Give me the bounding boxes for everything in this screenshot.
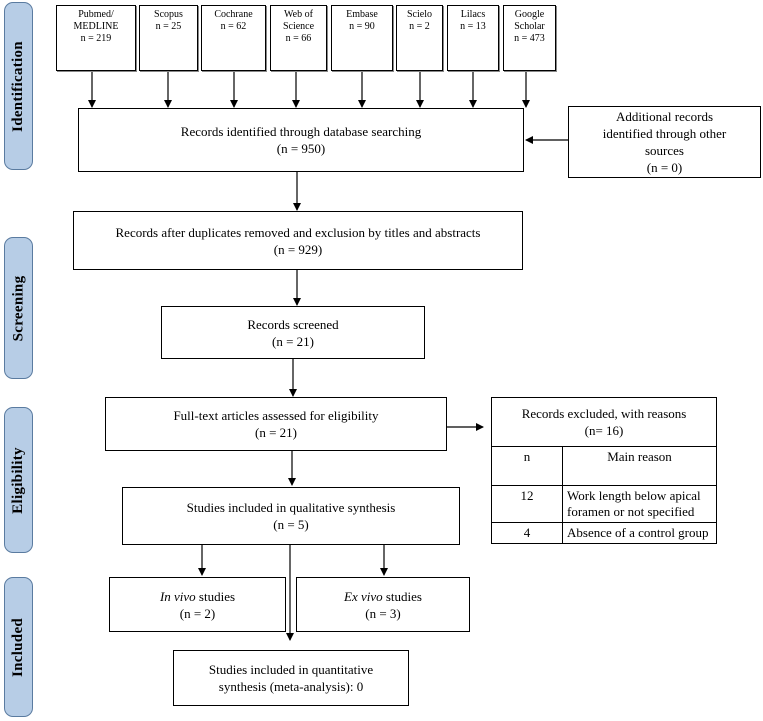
- additional-label: Additional records identified through ot…: [602, 109, 727, 158]
- fulltext-label: Full-text articles assessed for eligibil…: [173, 408, 379, 423]
- table-row: 12 Work length below apical foramen or n…: [491, 485, 717, 523]
- table-header-row: n Main reason: [491, 446, 717, 486]
- table-cell-n: 4: [491, 522, 563, 544]
- stage-included: Included: [4, 577, 33, 717]
- quantitative-label: Studies included in quantitative synthes…: [208, 662, 374, 694]
- after-duplicates-label: Records after duplicates removed and exc…: [115, 224, 481, 240]
- stage-identification: Identification: [4, 2, 33, 170]
- table-row: 4 Absence of a control group: [491, 522, 717, 544]
- ex-vivo-label: Ex vivo studies: [344, 588, 422, 605]
- db-box-embase: Embase n = 90: [331, 5, 393, 71]
- screened-label: Records screened: [247, 316, 339, 332]
- identified-count: (n = 950): [276, 141, 326, 156]
- excluded-label: Records excluded, with reasons: [521, 406, 687, 421]
- qualitative-box: Studies included in qualitative synthesi…: [122, 487, 460, 545]
- db-name: Pubmed/ MEDLINE: [73, 9, 119, 32]
- db-count: n = 473: [514, 33, 545, 44]
- ex-vivo-count: (n = 3): [365, 605, 401, 621]
- db-box-lilacs: Lilacs n = 13: [447, 5, 499, 71]
- additional-count: (n = 0): [646, 160, 683, 175]
- excluded-box: Records excluded, with reasons (n= 16): [491, 397, 717, 447]
- quantitative-box: Studies included in quantitative synthes…: [173, 650, 409, 706]
- fulltext-count: (n = 21): [255, 425, 297, 440]
- qualitative-count: (n = 5): [273, 517, 309, 532]
- screened-count: (n = 21): [272, 333, 314, 349]
- db-count: n = 219: [80, 33, 112, 44]
- additional-box: Additional records identified through ot…: [568, 106, 761, 178]
- db-count: n = 2: [409, 21, 430, 32]
- in-vivo-box: In vivo studies (n = 2): [109, 577, 286, 632]
- db-count: n = 13: [460, 21, 486, 32]
- after-duplicates-count: (n = 929): [273, 241, 323, 257]
- db-box-scopus: Scopus n = 25: [139, 5, 198, 71]
- db-box-wos: Web of Science n = 66: [270, 5, 327, 71]
- identified-label: Records identified through database sear…: [180, 124, 422, 139]
- in-vivo-count: (n = 2): [179, 605, 216, 621]
- qualitative-label: Studies included in qualitative synthesi…: [186, 500, 396, 515]
- db-name: Scopus: [154, 9, 183, 20]
- db-box-cochrane: Cochrane n = 62: [201, 5, 266, 71]
- db-box-scielo: Scielo n = 2: [396, 5, 443, 71]
- db-count: n = 90: [349, 21, 375, 32]
- table-cell-n: 12: [491, 485, 563, 523]
- db-name: Embase: [346, 9, 378, 20]
- db-count: n = 25: [155, 21, 182, 32]
- db-name: Scielo: [407, 9, 432, 20]
- screened-box: Records screened (n = 21): [161, 306, 425, 359]
- db-count: n = 62: [220, 21, 247, 32]
- db-count: n = 66: [285, 33, 312, 44]
- ex-vivo-box: Ex vivo studies (n = 3): [296, 577, 470, 632]
- db-name: Web of Science: [282, 9, 315, 32]
- fulltext-box: Full-text articles assessed for eligibil…: [105, 397, 447, 451]
- db-name: Cochrane: [214, 9, 253, 20]
- db-box-pubmed: Pubmed/ MEDLINE n = 219: [56, 5, 136, 71]
- table-header-reason: Main reason: [562, 446, 717, 486]
- excluded-count: (n= 16): [584, 423, 624, 438]
- db-name: Google Scholar: [514, 9, 545, 32]
- table-cell-reason: Work length below apical foramen or not …: [562, 485, 717, 523]
- in-vivo-italic: In vivo: [159, 588, 196, 604]
- ex-vivo-rest: studies: [385, 588, 422, 604]
- exclusion-reasons-table: n Main reason 12 Work length below apica…: [491, 446, 717, 544]
- table-cell-reason: Absence of a control group: [562, 522, 717, 544]
- db-box-google: Google Scholar n = 473: [503, 5, 556, 71]
- ex-vivo-italic: Ex vivo: [344, 588, 383, 604]
- table-header-n: n: [491, 446, 563, 486]
- in-vivo-label: In vivo studies: [160, 588, 235, 605]
- stage-eligibility: Eligibility: [4, 407, 33, 553]
- identified-box: Records identified through database sear…: [78, 108, 524, 172]
- stage-screening: Screening: [4, 237, 33, 379]
- db-name: Lilacs: [460, 9, 486, 20]
- in-vivo-rest: studies: [198, 588, 236, 604]
- after-duplicates-box: Records after duplicates removed and exc…: [73, 211, 523, 270]
